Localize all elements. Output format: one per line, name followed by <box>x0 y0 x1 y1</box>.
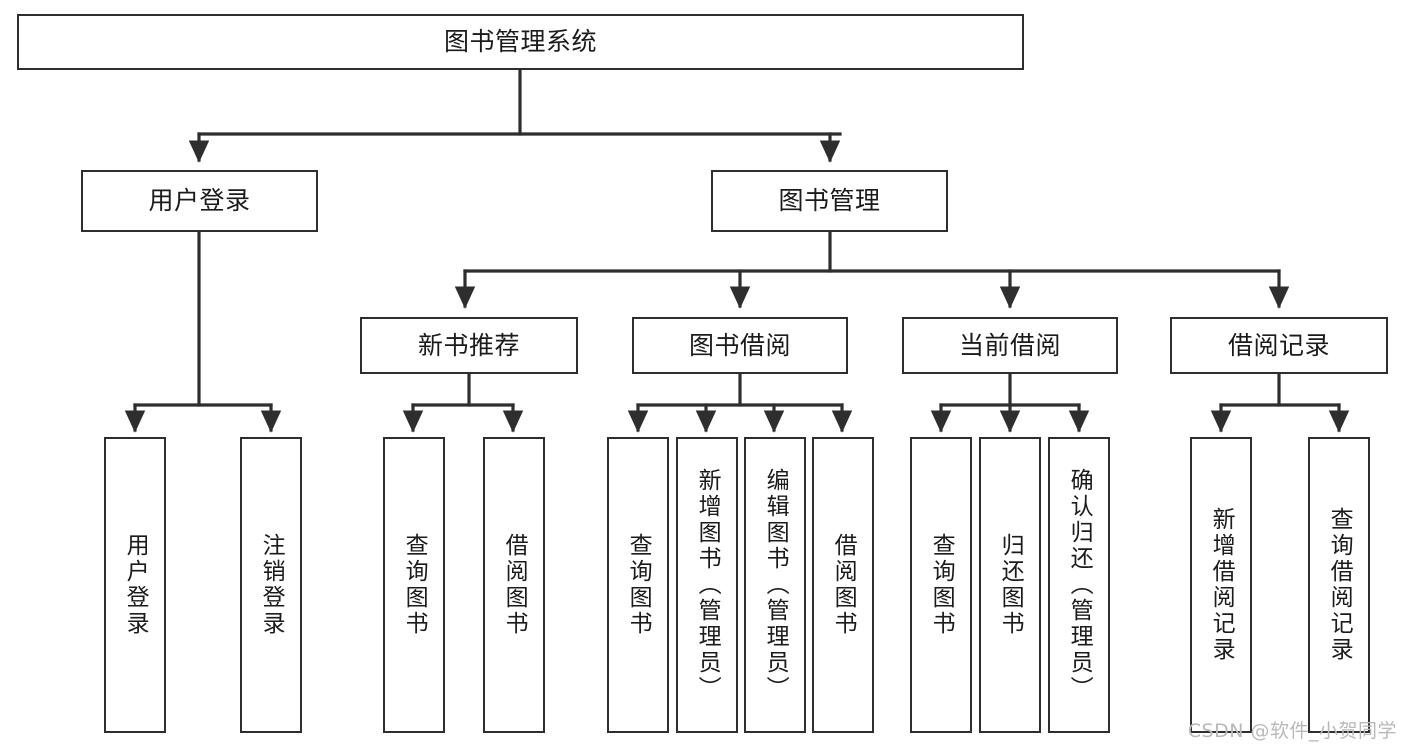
node-borrow-record-label: 借阅记录 <box>1227 330 1330 360</box>
node-book-borrow-label: 图书借阅 <box>688 330 791 360</box>
node-leaf-query-book-3-label: 查询图书 <box>928 533 955 637</box>
node-leaf-logout[interactable]: 注销登录 <box>240 437 302 733</box>
node-book-borrow[interactable]: 图书借阅 <box>632 317 848 374</box>
node-leaf-borrow-book-2-label: 借阅图书 <box>830 533 857 637</box>
node-leaf-borrow-book-1-label: 借阅图书 <box>501 533 528 637</box>
node-root-label: 图书管理系统 <box>443 27 597 57</box>
node-user-login-label: 用户登录 <box>148 186 251 216</box>
node-leaf-borrow-book-1[interactable]: 借阅图书 <box>483 437 545 733</box>
node-leaf-return-book-label: 归还图书 <box>997 533 1024 637</box>
node-book-manage-label: 图书管理 <box>778 186 881 216</box>
node-user-login[interactable]: 用户登录 <box>81 170 318 232</box>
node-leaf-query-record-label: 查询借阅记录 <box>1326 507 1353 663</box>
node-book-manage[interactable]: 图书管理 <box>711 170 948 232</box>
node-leaf-logout-label: 注销登录 <box>258 533 285 637</box>
watermark: CSDN @软件_小贺同学 <box>1187 720 1397 742</box>
node-leaf-query-book-1[interactable]: 查询图书 <box>383 437 445 733</box>
node-current-borrow[interactable]: 当前借阅 <box>902 317 1118 374</box>
node-leaf-return-book[interactable]: 归还图书 <box>979 437 1041 733</box>
node-root[interactable]: 图书管理系统 <box>17 14 1024 70</box>
node-leaf-add-book-label: 新增图书（管理员） <box>694 468 721 702</box>
node-leaf-confirm-return[interactable]: 确认归还（管理员） <box>1048 437 1110 733</box>
node-borrow-record[interactable]: 借阅记录 <box>1170 317 1388 374</box>
node-leaf-query-record[interactable]: 查询借阅记录 <box>1308 437 1370 733</box>
node-leaf-query-book-1-label: 查询图书 <box>401 533 428 637</box>
node-new-book-recommend-label: 新书推荐 <box>417 330 520 360</box>
node-leaf-user-login[interactable]: 用户登录 <box>104 437 166 733</box>
node-leaf-add-record[interactable]: 新增借阅记录 <box>1190 437 1252 733</box>
node-leaf-add-record-label: 新增借阅记录 <box>1208 507 1235 663</box>
node-leaf-query-book-2-label: 查询图书 <box>625 533 652 637</box>
node-leaf-query-book-3[interactable]: 查询图书 <box>910 437 972 733</box>
node-leaf-query-book-2[interactable]: 查询图书 <box>607 437 669 733</box>
node-current-borrow-label: 当前借阅 <box>958 330 1061 360</box>
node-leaf-add-book[interactable]: 新增图书（管理员） <box>676 437 738 733</box>
node-leaf-edit-book[interactable]: 编辑图书（管理员） <box>744 437 806 733</box>
node-new-book-recommend[interactable]: 新书推荐 <box>360 317 578 374</box>
node-leaf-user-login-label: 用户登录 <box>122 533 149 637</box>
node-leaf-edit-book-label: 编辑图书（管理员） <box>762 468 789 702</box>
node-leaf-borrow-book-2[interactable]: 借阅图书 <box>812 437 874 733</box>
node-leaf-confirm-return-label: 确认归还（管理员） <box>1066 468 1093 702</box>
